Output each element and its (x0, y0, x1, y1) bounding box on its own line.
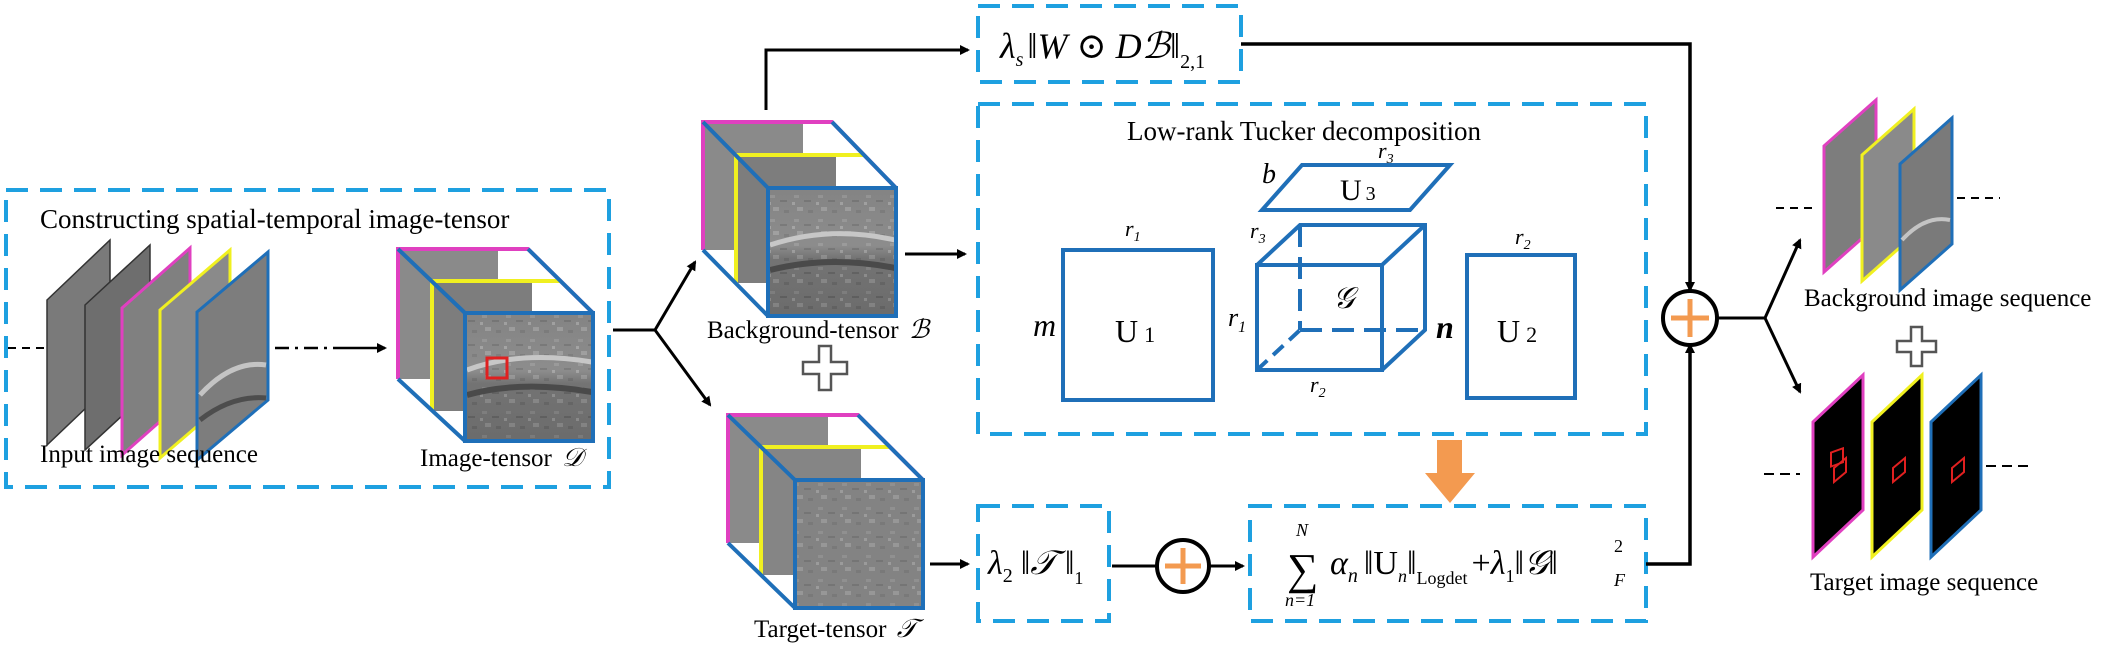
n-dim: n (1436, 309, 1454, 345)
target-marker-1 (1833, 455, 1847, 485)
bg-arrows (764, 45, 970, 569)
r3-top: r3 (1378, 138, 1394, 167)
circle-plus-middle (1112, 538, 1245, 594)
construct-title: Constructing spatial-temporal image-tens… (40, 204, 509, 234)
b-dim: b (1262, 159, 1276, 190)
r1-side: r1 (1228, 303, 1246, 336)
input-image-sequence (8, 238, 387, 464)
target-reg-formula: λ2‖𝒯 ‖1 (987, 545, 1083, 588)
target-tensor-cube (726, 413, 925, 610)
lowrank-reg-formula: ∑ N n=1 αn‖Un‖Logdet+λ1‖𝒢‖ 2 F (1285, 520, 1626, 610)
output-split-arrows (1718, 238, 1802, 394)
bg-reg-formula: λs‖W ⊙ Dℬ‖2,1 (999, 26, 1205, 73)
svg-text:2: 2 (1614, 536, 1623, 556)
target-tensor-label: Target-tensor 𝒯 (754, 614, 925, 643)
u3-factor (1257, 163, 1455, 212)
image-tensor-label: Image-tensor 𝒟 (420, 443, 587, 472)
background-sequence-output (1776, 96, 2000, 294)
core-label: 𝒢 (1333, 282, 1359, 315)
m-dim: m (1033, 307, 1056, 343)
background-tensor-label: Background-tensor ℬ (707, 315, 931, 344)
svg-text:αn‖Un‖Logdet+λ1‖𝒢‖: αn‖Un‖Logdet+λ1‖𝒢‖ (1330, 545, 1558, 588)
svg-text:n=1: n=1 (1285, 590, 1315, 610)
core-tensor-cube (1255, 223, 1427, 372)
target-marker-2 (1892, 455, 1906, 485)
input-frame-5-blue (195, 248, 270, 464)
svg-text:N: N (1295, 520, 1309, 540)
background-tensor-cube (701, 120, 898, 318)
target-marker-3 (1951, 455, 1965, 485)
svg-text:∑: ∑ (1287, 545, 1318, 594)
background-sequence-label: Background image sequence (1804, 285, 2091, 312)
input-sequence-label: Input image sequence (40, 441, 258, 468)
target-marker-red (485, 356, 509, 380)
hollow-plus-right (1895, 325, 1938, 368)
circle-plus-right (1661, 289, 1719, 347)
r1-top: r1 (1125, 216, 1141, 245)
r2-bottom: r2 (1310, 372, 1326, 401)
tucker-title: Low-rank Tucker decomposition (1127, 116, 1481, 146)
construct-box (4, 188, 611, 489)
target-reg-box (976, 504, 1111, 623)
merge-lines (1241, 42, 1695, 566)
svg-text:F: F (1613, 570, 1626, 590)
target-sequence-output (1764, 371, 2030, 561)
tucker-box (976, 102, 1648, 436)
image-tensor-cube (396, 247, 595, 443)
hollow-plus-left (801, 344, 849, 392)
u1-factor (1061, 248, 1215, 402)
target-sequence-label: Target image sequence (1810, 569, 2038, 596)
r3-side: r3 (1250, 218, 1266, 247)
r2-top: r2 (1515, 224, 1531, 253)
orange-down-arrow (1425, 440, 1475, 503)
split-arrows (613, 260, 712, 407)
u2-factor (1465, 253, 1577, 400)
